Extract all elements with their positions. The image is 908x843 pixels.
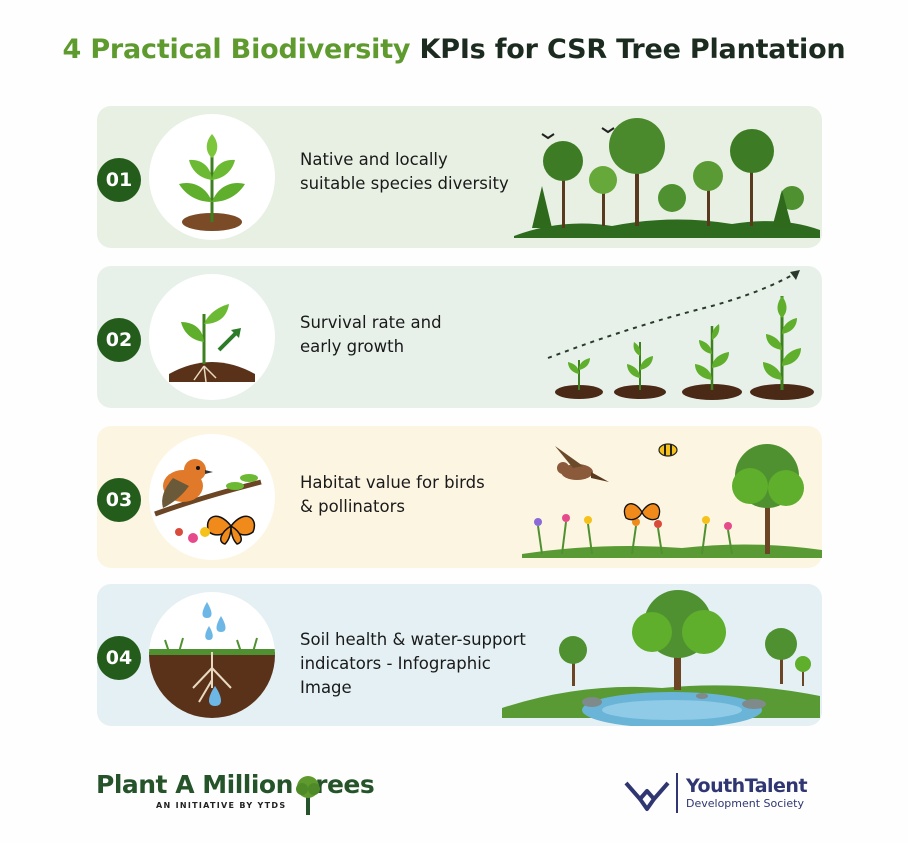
kpi-text: Habitat value for birds & pollinators — [300, 471, 485, 519]
kpi-text-line: Survival rate and — [300, 313, 442, 332]
kpi-text: Survival rate and early growth — [300, 311, 442, 359]
brand-tagline: AN INITIATIVE BY YTDS — [156, 801, 287, 810]
logo-divider — [676, 773, 678, 813]
kpi-card-4: 04 Soil health & water-support indicator… — [97, 584, 822, 726]
ytds-subtitle: Development Society — [686, 797, 804, 810]
pond-scene — [502, 590, 820, 726]
page-title: 4 Practical Biodiversity KPIs for CSR Tr… — [0, 34, 908, 65]
kpi-number-badge: 02 — [97, 318, 141, 362]
kpi-text: Soil health & water-support indicators -… — [300, 628, 526, 700]
kpi-text: Native and locally suitable species dive… — [300, 148, 509, 196]
kpi-number-badge: 03 — [97, 478, 141, 522]
bird-butterfly-icon — [149, 434, 275, 560]
kpi-text-line: early growth — [300, 337, 405, 356]
brand-name: Plant A Million rees — [96, 770, 375, 815]
kpi-text-line: & pollinators — [300, 497, 405, 516]
brand-name-part: Plant A Million — [96, 770, 302, 799]
seedling-icon — [149, 114, 275, 240]
forest-scene — [514, 118, 820, 238]
sprout-growth-icon — [149, 274, 275, 400]
kpi-card-3: 03 Habitat value for birds & pollinators — [97, 426, 822, 568]
kpi-number-badge: 04 — [97, 636, 141, 680]
title-highlight: 4 Practical Biodiversity — [62, 34, 411, 65]
ytds-name: YouthTalent — [686, 775, 808, 797]
kpi-number-badge: 01 — [97, 158, 141, 202]
kpi-text-line: Habitat value for birds — [300, 473, 485, 492]
plant-a-million-trees-logo: Plant A Million rees AN INITIATIVE BY YT… — [96, 770, 375, 815]
kpi-text-line: suitable species diversity — [300, 174, 509, 193]
title-rest: KPIs for CSR Tree Plantation — [410, 34, 846, 65]
kpi-text-line: Native and locally — [300, 150, 448, 169]
kpi-text-line: indicators - Infographic — [300, 654, 491, 673]
kpi-card-2: 02 Survival rate and early growth — [97, 266, 822, 408]
kpi-text-line: Image — [300, 678, 352, 697]
brand-name-part: rees — [315, 770, 375, 799]
kpi-card-1: 01 Native and locally suitable species d… — [97, 106, 822, 248]
growth-stages-scene — [547, 270, 814, 400]
soil-water-icon — [149, 592, 275, 718]
meadow-scene — [522, 443, 822, 558]
ytds-emblem-icon — [624, 781, 670, 811]
kpi-text-line: Soil health & water-support — [300, 630, 526, 649]
youthtalent-logo: YouthTalent Development Society — [622, 768, 808, 818]
